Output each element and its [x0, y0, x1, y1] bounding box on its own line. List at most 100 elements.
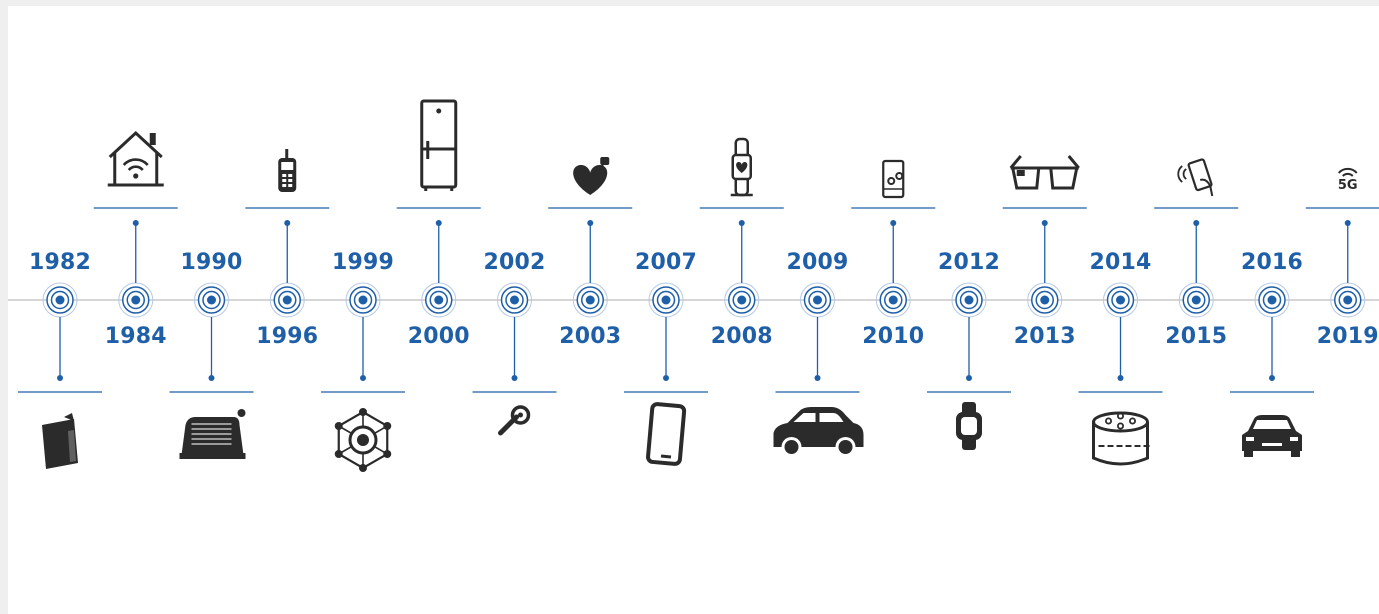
- node-dot: [1267, 295, 1277, 305]
- node-dot: [282, 295, 292, 305]
- milestone-2008: [699, 137, 784, 318]
- node-inner-ring: [656, 290, 676, 310]
- milestone-2009: [773, 282, 864, 457]
- node-dot: [813, 295, 822, 305]
- node-dot: [131, 295, 141, 305]
- connector-dot: [966, 375, 972, 381]
- node-dot: [888, 295, 898, 305]
- node-dot: [1116, 295, 1125, 305]
- node-dot: [737, 295, 747, 305]
- connector-dot: [1193, 220, 1200, 226]
- node-dot: [1191, 295, 1201, 305]
- smart-glasses-icon: [1009, 155, 1080, 190]
- node-dot: [1040, 295, 1050, 305]
- contactless-payment-icon: [1177, 158, 1214, 197]
- node-dot: [585, 295, 595, 305]
- connector-dot: [132, 220, 139, 226]
- node-inner-ring: [1338, 290, 1357, 310]
- milestone-2002: [472, 282, 557, 436]
- connector-dot: [587, 220, 594, 226]
- node-dot: [661, 295, 671, 305]
- connected-car-icon: [1242, 415, 1302, 457]
- milestone-1984: [93, 130, 178, 318]
- connector-dot: [435, 220, 442, 226]
- milestone-2000: [396, 99, 481, 318]
- connector-dot: [284, 220, 291, 226]
- milestone-1990: [169, 282, 254, 459]
- vending-machine-icon: [179, 409, 246, 459]
- network-hub-icon: [334, 408, 392, 472]
- node-dot: [55, 295, 65, 305]
- node-dot: [358, 295, 368, 305]
- year-label: 1996: [256, 324, 319, 349]
- connector-dot: [1117, 375, 1124, 381]
- 5g-network-icon: 5G: [1338, 167, 1358, 193]
- year-label: 2008: [710, 324, 773, 349]
- milestone-2007: [624, 282, 708, 466]
- node-inner-ring: [1262, 290, 1282, 310]
- connector-dot: [1041, 220, 1048, 226]
- year-label: 1990: [180, 250, 243, 275]
- node-inner-ring: [505, 290, 524, 310]
- node-inner-ring: [1187, 290, 1206, 310]
- node-inner-ring: [959, 290, 979, 310]
- milestone-2016: [1230, 282, 1314, 457]
- node-inner-ring: [1035, 290, 1054, 310]
- year-label: 2012: [937, 250, 1001, 275]
- year-label: 2013: [1013, 324, 1076, 349]
- milestone-1982: [18, 282, 102, 469]
- milestone-2013: [1002, 155, 1087, 318]
- clamshell-device-icon: [42, 413, 78, 469]
- year-label: 2003: [559, 324, 622, 349]
- year-label: 1982: [28, 250, 92, 275]
- milestone-2003: [548, 157, 633, 318]
- node-inner-ring: [581, 290, 600, 310]
- node-inner-ring: [884, 290, 903, 310]
- node-dot: [434, 295, 444, 305]
- bluetooth-earpiece-icon: [498, 405, 531, 436]
- connector-dot: [57, 375, 63, 381]
- connector-dot: [360, 375, 366, 381]
- year-label: 2007: [634, 250, 698, 275]
- node-inner-ring: [202, 290, 221, 310]
- phone-settings-icon: [882, 159, 905, 199]
- node-inner-ring: [50, 290, 70, 310]
- milestone-2012: [927, 282, 1011, 450]
- milestone-2015: [1154, 158, 1239, 318]
- smart-speaker-icon: [1092, 411, 1150, 466]
- connector-dot: [814, 375, 821, 381]
- milestone-2019: 5G: [1305, 167, 1379, 318]
- year-label: 2015: [1165, 324, 1228, 349]
- pacemaker-heart-icon: [573, 157, 610, 195]
- year-label: 2000: [407, 324, 470, 349]
- node-dot: [1343, 295, 1353, 305]
- car-icon: [773, 407, 864, 457]
- connector-dot: [511, 375, 518, 381]
- year-label: 2016: [1240, 250, 1304, 275]
- node-inner-ring: [808, 290, 827, 310]
- node-dot: [510, 295, 519, 305]
- connector-dot: [890, 220, 897, 226]
- node-inner-ring: [1111, 290, 1130, 310]
- node-inner-ring: [732, 290, 751, 310]
- connector-dot: [208, 375, 215, 381]
- year-label: 1999: [331, 250, 395, 275]
- milestone-2010: [851, 159, 936, 318]
- smart-fridge-icon: [420, 99, 458, 191]
- smartwatch-icon: [956, 402, 982, 450]
- year-label: 2019: [1316, 324, 1379, 349]
- node-inner-ring: [126, 290, 145, 310]
- year-label: 2014: [1089, 250, 1152, 275]
- year-label: 2010: [862, 324, 925, 349]
- connector-dot: [738, 220, 745, 226]
- node-inner-ring: [353, 290, 373, 310]
- node-inner-ring: [429, 290, 448, 310]
- year-label: 2002: [483, 250, 546, 275]
- milestone-2014: [1078, 282, 1163, 466]
- connector-dot: [1344, 220, 1351, 226]
- node-inner-ring: [278, 290, 297, 310]
- mobile-phone-icon: [278, 149, 297, 192]
- node-dot: [207, 295, 216, 305]
- smartphone-icon: [646, 402, 687, 466]
